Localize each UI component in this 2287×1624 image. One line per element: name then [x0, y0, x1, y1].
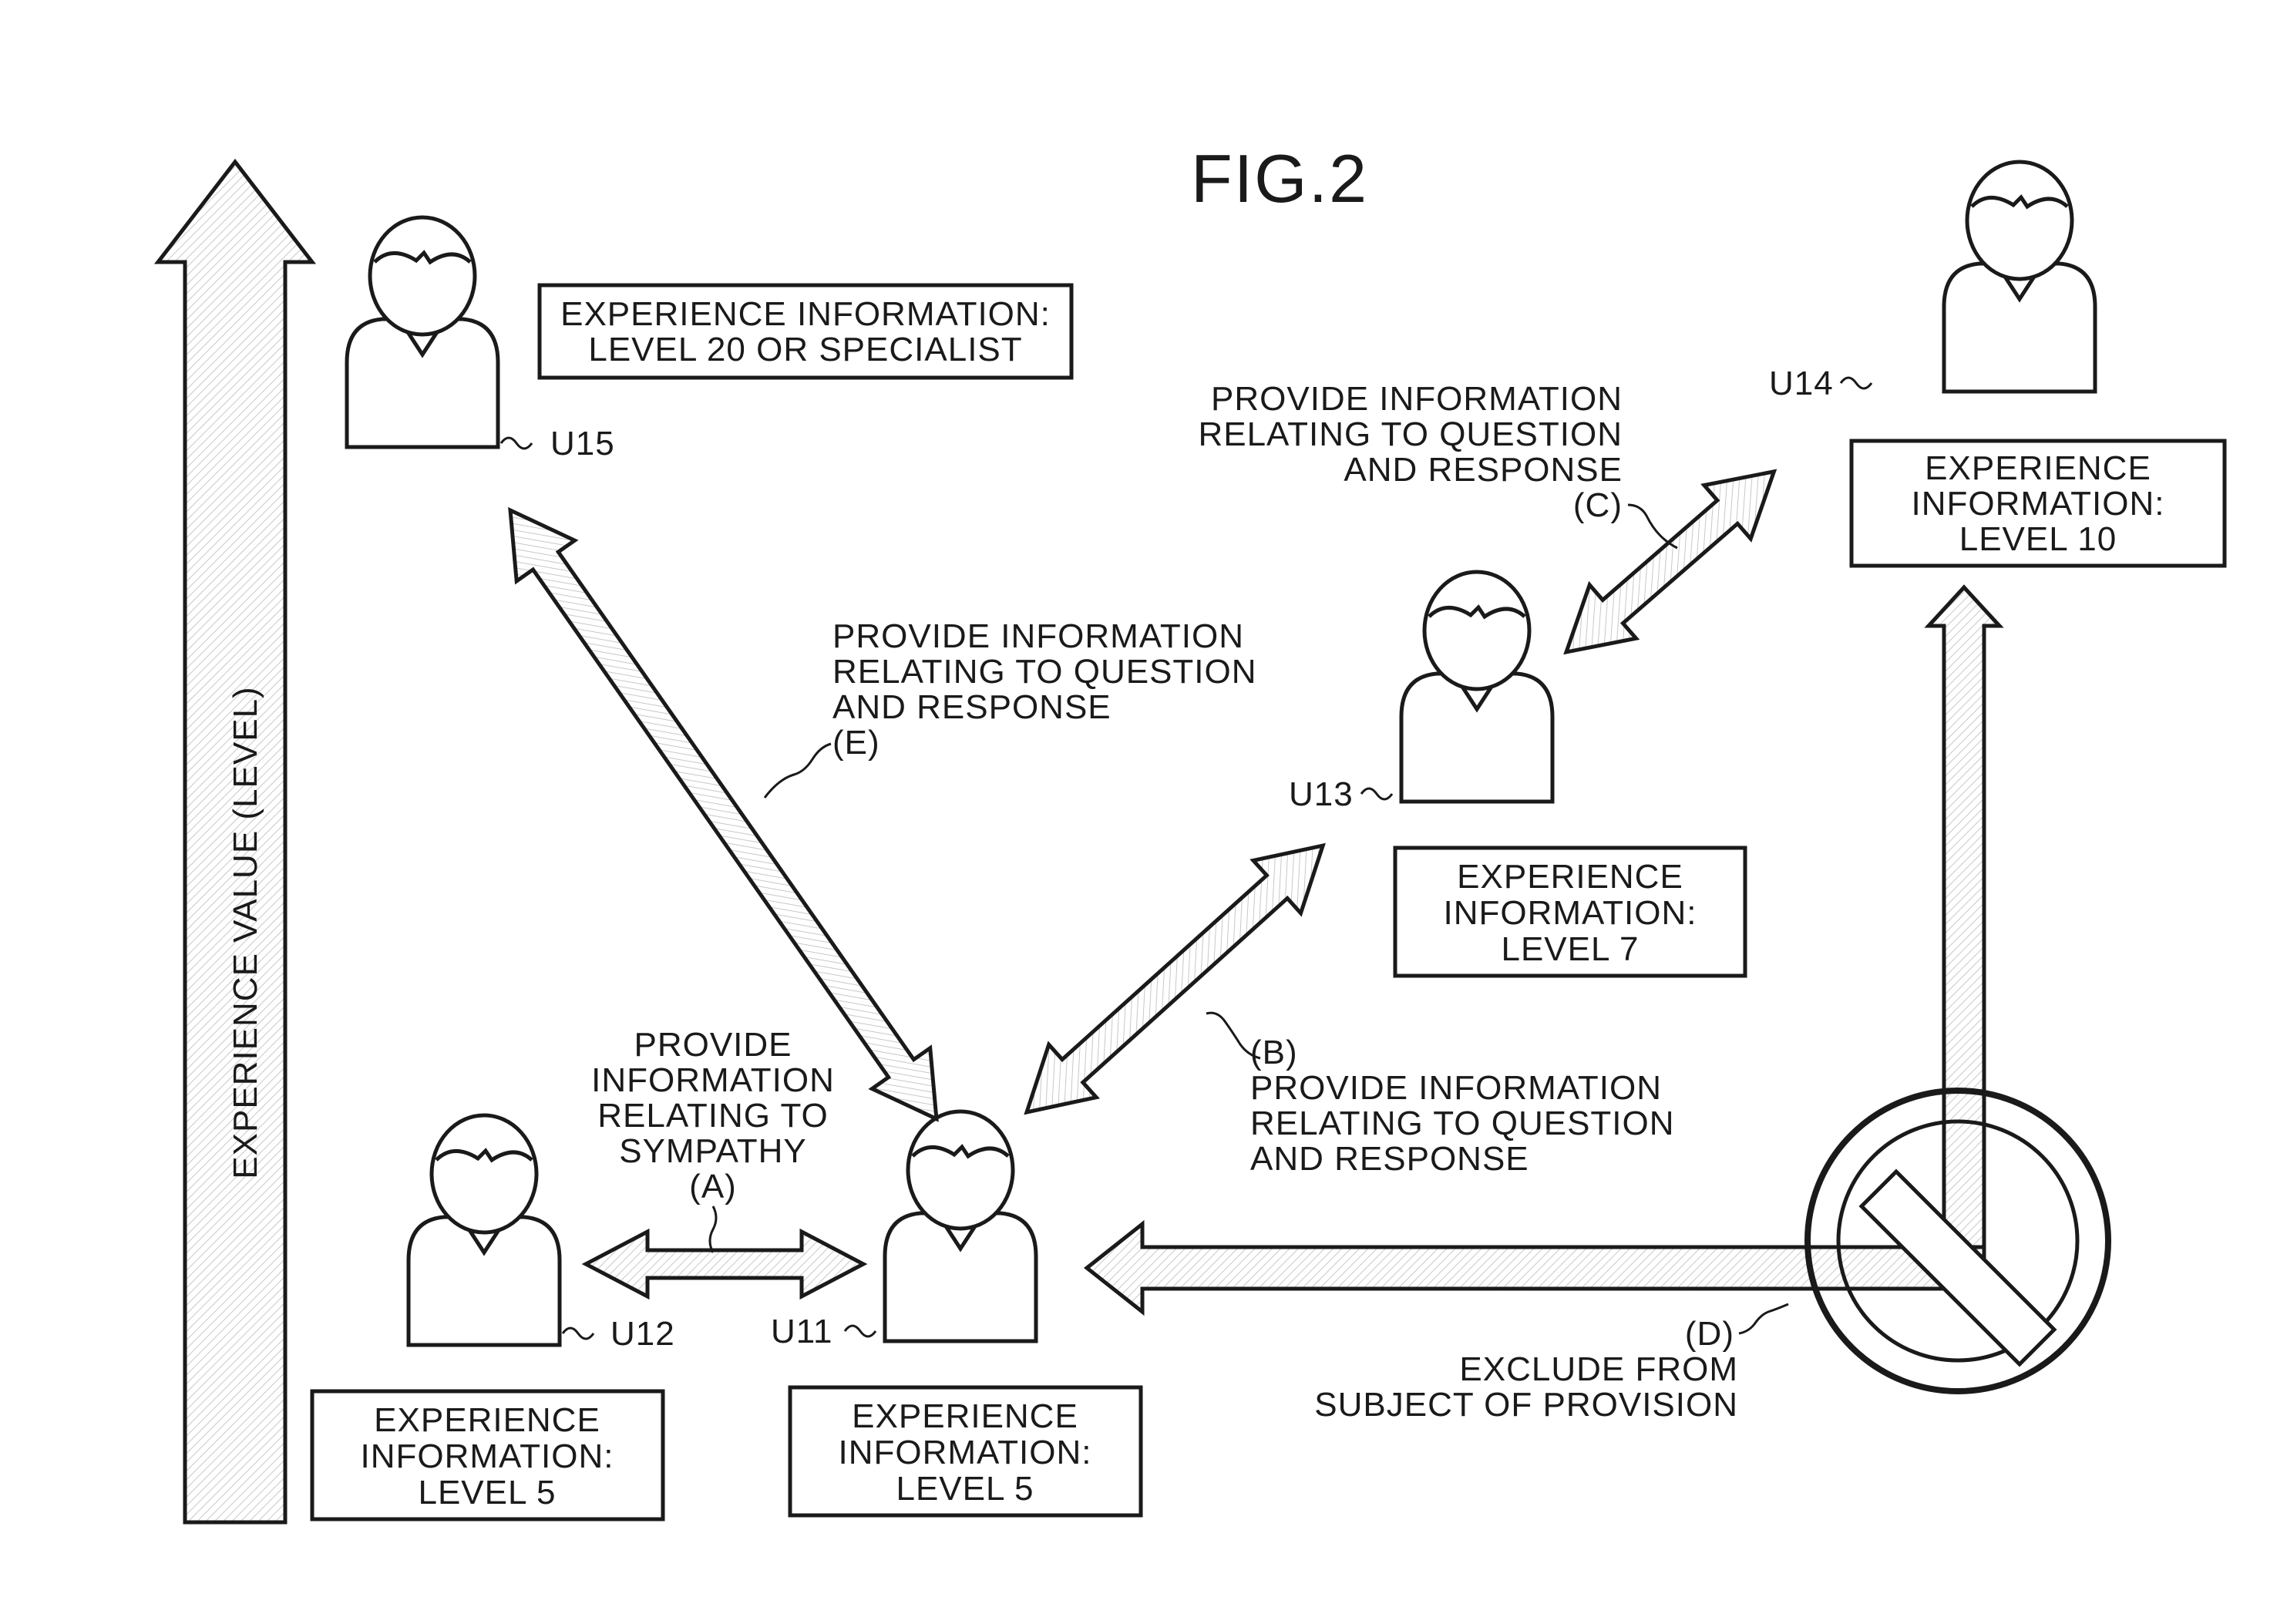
info-box-u13-line1: EXPERIENCE — [1457, 858, 1683, 896]
annotation-e-line4: (E) — [832, 724, 880, 762]
user-label-u14-group: U14 — [1769, 365, 1872, 402]
axis-label: EXPERIENCE VALUE (LEVEL) — [227, 686, 264, 1178]
annotation-a-line5: (A) — [689, 1168, 737, 1205]
annotation-b-line4: AND RESPONSE — [1250, 1140, 1529, 1178]
annotation-a-line2: INFORMATION — [591, 1061, 835, 1099]
user-label-u13: U13 — [1289, 775, 1354, 813]
annotation-c-line4: (C) — [1573, 486, 1623, 524]
annotation-e-line2: RELATING TO QUESTION — [832, 653, 1257, 691]
info-box-u11-line3: LEVEL 5 — [896, 1470, 1034, 1508]
annotation-e: PROVIDE INFORMATION RELATING TO QUESTION… — [765, 617, 1257, 798]
annotation-a-line1: PROVIDE — [634, 1026, 792, 1064]
user-label-u15: U15 — [550, 425, 615, 462]
annotation-c-line1: PROVIDE INFORMATION — [1211, 380, 1623, 418]
info-box-u12-line3: LEVEL 5 — [418, 1474, 556, 1511]
user-icon-u11 — [885, 1111, 1036, 1341]
info-box-u14: EXPERIENCE INFORMATION: LEVEL 10 — [1851, 441, 2225, 566]
user-label-u12: U12 — [610, 1315, 675, 1353]
user-label-u15-group: U15 — [501, 425, 615, 462]
user-label-u12-group: U12 — [563, 1315, 675, 1353]
info-box-u11: EXPERIENCE INFORMATION: LEVEL 5 — [790, 1387, 1141, 1515]
info-box-u15-line2: LEVEL 20 OR SPECIALIST — [588, 331, 1022, 368]
user-label-u13-group: U13 — [1289, 775, 1392, 813]
info-box-u14-line2: INFORMATION: — [1912, 485, 2165, 523]
annotation-b-line1: (B) — [1250, 1034, 1298, 1071]
user-icon-u14 — [1944, 162, 2095, 392]
user-icon-u12 — [409, 1115, 560, 1345]
annotation-d: (D) EXCLUDE FROM SUBJECT OF PROVISION — [1314, 1304, 1788, 1424]
info-box-u14-line1: EXPERIENCE — [1925, 449, 2151, 487]
info-box-u11-line1: EXPERIENCE — [852, 1397, 1078, 1435]
user-label-u14: U14 — [1769, 365, 1834, 402]
info-box-u12-line2: INFORMATION: — [361, 1437, 614, 1475]
annotation-d-line3: SUBJECT OF PROVISION — [1314, 1386, 1738, 1424]
annotation-a-line4: SYMPATHY — [619, 1132, 807, 1170]
info-box-u11-line2: INFORMATION: — [839, 1434, 1092, 1471]
annotation-c-line2: RELATING TO QUESTION — [1198, 415, 1623, 453]
info-box-u13-line2: INFORMATION: — [1444, 894, 1697, 932]
annotation-b: (B) PROVIDE INFORMATION RELATING TO QUES… — [1206, 1013, 1675, 1178]
info-box-u12: EXPERIENCE INFORMATION: LEVEL 5 — [312, 1391, 663, 1519]
user-icon-u13 — [1401, 572, 1552, 802]
annotation-b-line3: RELATING TO QUESTION — [1250, 1105, 1675, 1142]
annotation-e-line1: PROVIDE INFORMATION — [832, 617, 1244, 655]
info-box-u15-line1: EXPERIENCE INFORMATION: — [560, 295, 1051, 333]
annotation-d-line1: (D) — [1685, 1315, 1734, 1353]
user-icon-u15 — [347, 217, 498, 447]
annotation-a: PROVIDE INFORMATION RELATING TO SYMPATHY… — [591, 1026, 835, 1252]
figure-title: FIG.2 — [1191, 140, 1368, 217]
arrow-a-double — [586, 1232, 863, 1296]
annotation-a-line3: RELATING TO — [597, 1097, 829, 1135]
user-label-u11: U11 — [771, 1313, 832, 1350]
annotation-d-line2: EXCLUDE FROM — [1459, 1350, 1738, 1388]
annotation-c: PROVIDE INFORMATION RELATING TO QUESTION… — [1198, 380, 1677, 548]
annotation-e-line3: AND RESPONSE — [832, 688, 1112, 726]
annotation-b-line2: PROVIDE INFORMATION — [1250, 1069, 1662, 1107]
user-label-u11-group: U11 — [771, 1313, 876, 1350]
info-box-u13-line3: LEVEL 7 — [1501, 930, 1639, 968]
info-box-u12-line1: EXPERIENCE — [374, 1401, 600, 1439]
info-box-u13: EXPERIENCE INFORMATION: LEVEL 7 — [1395, 848, 1745, 976]
annotation-c-line3: AND RESPONSE — [1344, 451, 1623, 489]
info-box-u15: EXPERIENCE INFORMATION: LEVEL 20 OR SPEC… — [540, 285, 1071, 378]
info-box-u14-line3: LEVEL 10 — [1959, 520, 2117, 558]
